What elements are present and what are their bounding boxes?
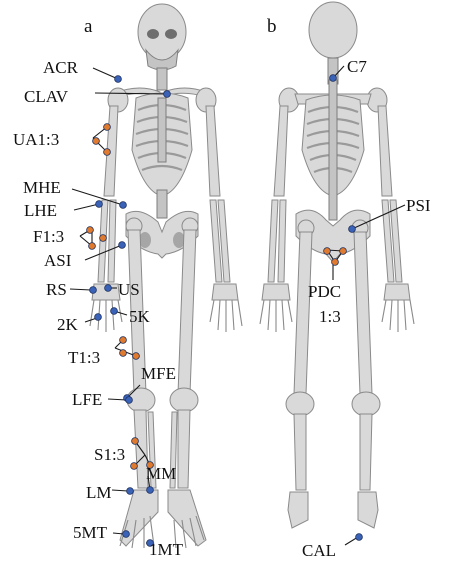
panel-label-a: a	[84, 16, 93, 37]
marker-pdc-3	[332, 259, 339, 266]
marker-pdc-1	[324, 248, 331, 255]
marker-cal	[356, 534, 363, 541]
label-5mt: 5MT	[73, 523, 108, 542]
marker-clav	[164, 91, 171, 98]
label-pdc: PDC	[308, 282, 341, 301]
label-asi: ASI	[44, 251, 72, 270]
label-us: US	[118, 280, 140, 299]
marker-t-1	[120, 337, 127, 344]
label-1mt: 1MT	[149, 540, 184, 559]
marker-mm	[147, 487, 154, 494]
label-lfe: LFE	[72, 390, 102, 409]
marker-mhe	[120, 202, 127, 209]
label-f: F1:3	[33, 227, 64, 246]
label-t: T1:3	[68, 348, 100, 367]
marker-c7	[330, 75, 337, 82]
label-mfe: MFE	[141, 364, 176, 383]
label-cal: CAL	[302, 541, 336, 560]
label-c7: C7	[347, 57, 367, 76]
label-pdc-range: 1:3	[319, 307, 341, 326]
marker-t-2	[120, 350, 127, 357]
label-rs: RS	[46, 280, 67, 299]
marker-5k	[111, 308, 118, 315]
marker-lm	[127, 488, 134, 495]
marker-asi	[119, 242, 126, 249]
marker-ua-3	[104, 149, 111, 156]
marker-s-1	[132, 438, 139, 445]
label-psi: PSI	[406, 196, 431, 215]
label-lhe: LHE	[24, 201, 57, 220]
marker-lfe	[126, 397, 133, 404]
label-mhe: MHE	[23, 178, 61, 197]
marker-t-3	[133, 353, 140, 360]
marker-ua-1	[93, 138, 100, 145]
marker-us	[105, 285, 112, 292]
label-mm: MM	[146, 464, 176, 483]
marker-s-2	[131, 463, 138, 470]
label-s: S1:3	[94, 445, 125, 464]
marker-acr	[115, 76, 122, 83]
label-5k: 5K	[129, 307, 151, 326]
marker-pdc-2	[340, 248, 347, 255]
marker-psi	[349, 226, 356, 233]
marker-rs	[90, 287, 97, 294]
label-2k: 2K	[57, 315, 79, 334]
marker-f-1	[87, 227, 94, 234]
label-lm: LM	[86, 483, 112, 502]
panel-label-b: b	[267, 16, 277, 37]
marker-ua-2	[104, 124, 111, 131]
marker-lhe	[96, 201, 103, 208]
label-clav: CLAV	[24, 87, 69, 106]
marker-5mt	[123, 531, 130, 538]
label-acr: ACR	[43, 58, 79, 77]
label-ua: UA1:3	[13, 130, 59, 149]
marker-2k	[95, 314, 102, 321]
marker-f-2	[100, 235, 107, 242]
marker-f-3	[89, 243, 96, 250]
